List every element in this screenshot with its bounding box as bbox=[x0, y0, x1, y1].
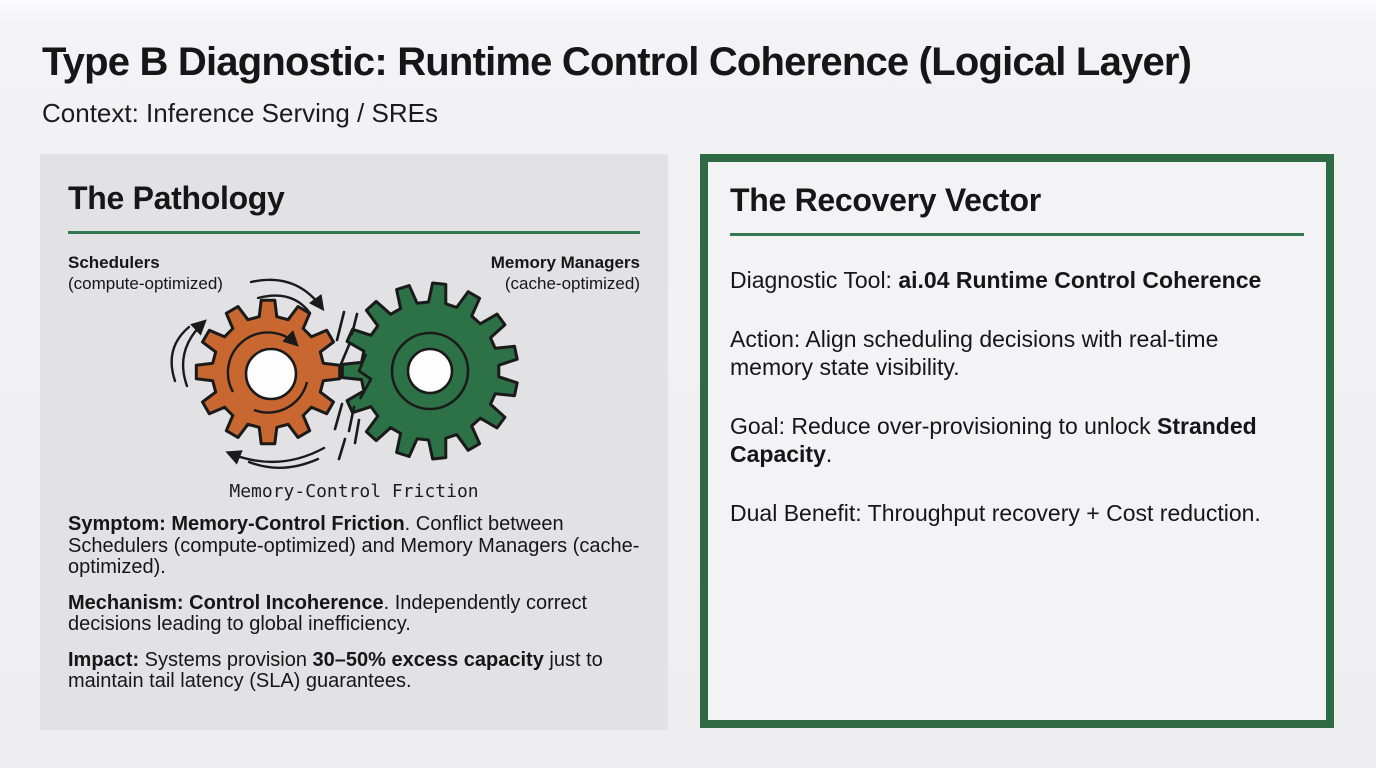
rotation-arrows bbox=[170, 278, 326, 470]
slide-header: Type B Diagnostic: Runtime Control Coher… bbox=[42, 38, 1342, 129]
paragraph: Mechanism: Control Incoherence. Independ… bbox=[68, 591, 588, 635]
paragraph: Symptom: Memory-Control Friction. Confli… bbox=[68, 513, 640, 578]
top-rotation-arc-icon bbox=[256, 294, 312, 315]
recovery-panel: The Recovery Vector Diagnostic Tool: ai.… bbox=[700, 154, 1334, 728]
paragraph: Diagnostic Tool: ai.04 Runtime Control C… bbox=[730, 267, 1262, 293]
crack-icon bbox=[357, 353, 373, 400]
recovery-heading: The Recovery Vector bbox=[730, 182, 1041, 218]
paragraph: Action: Align scheduling decisions with … bbox=[730, 325, 1219, 381]
recovery-underline bbox=[730, 233, 1304, 236]
memory-manager-gear-icon bbox=[340, 281, 519, 461]
pathology-underline bbox=[68, 231, 640, 234]
pathology-text: Symptom: Memory-Control Friction. Confli… bbox=[68, 513, 640, 693]
top-rotation-arrow-icon bbox=[249, 278, 325, 312]
gear-friction-diagram: Schedulers (compute-optimized) Memory Ma… bbox=[68, 252, 640, 504]
pathology-heading: The Pathology bbox=[68, 180, 285, 216]
memory-manager-gear-label: Memory Managers (cache-optimized) bbox=[490, 253, 640, 293]
paragraph: Goal: Reduce over-provisioning to unlock… bbox=[730, 412, 1257, 468]
inner-rotation-arrow-icon bbox=[226, 330, 299, 393]
diagram-caption: Memory-Control Friction bbox=[229, 481, 479, 502]
left-rotation-arc-icon bbox=[170, 325, 191, 383]
page-title: Type B Diagnostic: Runtime Control Coher… bbox=[42, 40, 1192, 84]
bottom-rotation-arc-icon bbox=[247, 457, 320, 470]
friction-sparks-icon bbox=[333, 310, 361, 461]
inner-rotation-arc-icon bbox=[253, 381, 309, 414]
bottom-rotation-arrow-icon bbox=[225, 446, 326, 465]
pathology-panel: The Pathology Schedulers (compute-optimi… bbox=[40, 154, 668, 730]
gears-illustration bbox=[170, 278, 519, 470]
scheduler-gear-icon bbox=[194, 298, 342, 446]
recovery-text: Diagnostic Tool: ai.04 Runtime Control C… bbox=[730, 266, 1304, 527]
paragraph: Impact: Systems provision 30–50% excess … bbox=[68, 648, 603, 692]
scheduler-gear-label: Schedulers (compute-optimized) bbox=[68, 253, 223, 293]
left-rotation-arrow-icon bbox=[181, 319, 207, 388]
page-context: Context: Inference Serving / SREs bbox=[42, 98, 438, 128]
paragraph: Dual Benefit: Throughput recovery + Cost… bbox=[730, 499, 1261, 526]
